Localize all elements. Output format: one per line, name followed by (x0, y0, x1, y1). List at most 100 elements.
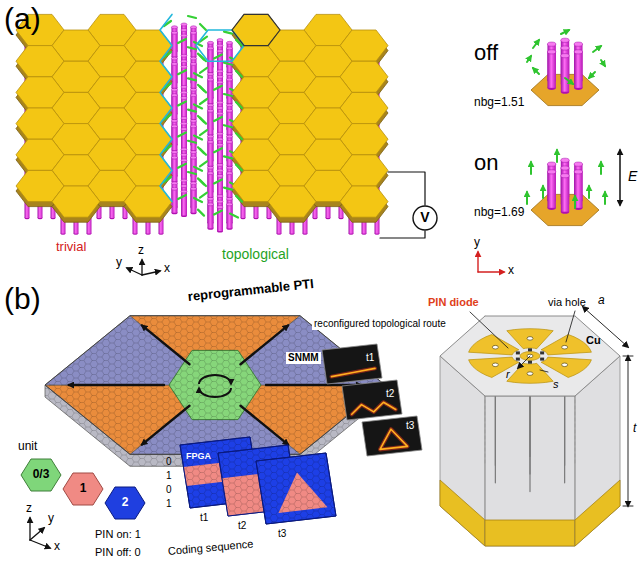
field-arrow (178, 133, 186, 137)
dimension-tick (623, 356, 633, 357)
field-arrow (526, 192, 528, 204)
pillar-body (171, 158, 177, 182)
annotation: reconfigured topological route (312, 318, 448, 330)
field-glow (380, 429, 408, 449)
field-arrow (178, 70, 186, 74)
time-label: t1 (366, 352, 374, 364)
field-glow (332, 368, 376, 376)
pillar-top (217, 101, 223, 104)
pillar-body (207, 142, 213, 166)
pin-diode (516, 358, 520, 361)
pillar-top (181, 148, 187, 151)
pillar-top (181, 122, 187, 125)
pillar-top (561, 54, 569, 58)
pillar-body (227, 111, 233, 135)
device-label: FPGA (186, 451, 211, 461)
pillar-top (217, 206, 223, 209)
field-arrow (194, 104, 202, 108)
pillar-top (217, 138, 223, 141)
pillar-top (217, 81, 223, 84)
field-arrow (200, 24, 206, 30)
instrument-label: SNMM (286, 352, 321, 364)
pillar-top (181, 159, 187, 162)
pillar-body (171, 189, 177, 213)
field-arrow (224, 156, 232, 158)
pillar-top (217, 195, 223, 198)
gold-plate (124, 186, 172, 217)
field-arrow (188, 141, 196, 143)
pillar-top (207, 73, 213, 76)
annotation: Coding sequence (167, 538, 253, 558)
pillar-top (191, 26, 197, 29)
pillar-body (561, 56, 569, 92)
pillar-top (171, 31, 177, 34)
via-hole (562, 345, 568, 349)
field-label: E (628, 168, 637, 184)
pillar-top (217, 39, 223, 42)
pillar-top (181, 23, 187, 26)
node-text: 2 (122, 496, 129, 509)
node-text: V (420, 210, 429, 225)
pillar-top (171, 125, 177, 128)
field-arrow (593, 46, 601, 52)
pillar-top (207, 172, 213, 175)
dimension-line (628, 356, 629, 506)
pillar-top (181, 65, 187, 68)
axis-label: y (48, 512, 54, 526)
field-arrow (565, 78, 573, 84)
axis-arrow (141, 260, 142, 275)
pillar-top (561, 46, 569, 50)
pillar-body (547, 172, 555, 208)
node-text: 0/3 (33, 468, 50, 481)
field-route (332, 368, 376, 376)
gold-plate (340, 186, 388, 217)
pillar-body (207, 80, 213, 104)
pillar-top (171, 187, 177, 190)
pillar-top (191, 119, 197, 122)
propagation-arrow (142, 325, 190, 364)
field-arrow (178, 101, 186, 105)
pin-diode (516, 351, 520, 354)
pillar-body (574, 52, 582, 88)
axis-arrow (477, 252, 478, 272)
metamaterial-slab (16, 14, 425, 275)
pillar-top (191, 156, 197, 159)
unit-hexagon: 0/3 (20, 458, 62, 492)
unit-hexagon-shape (63, 473, 103, 505)
axis-arrow (127, 268, 142, 275)
copper-patch (469, 335, 519, 355)
field-arrow (224, 188, 232, 190)
axis-arrow (29, 518, 30, 540)
field-arrow (533, 40, 539, 48)
field-arrow (200, 130, 207, 135)
near-field-maps (322, 344, 422, 456)
code-bit: 0 (166, 484, 172, 496)
pillar-top (171, 57, 177, 60)
pillar-top (207, 203, 213, 206)
field-arrow (236, 196, 242, 202)
pillar-top (561, 38, 569, 42)
via-hole (492, 345, 498, 349)
dimension-label: s (553, 378, 559, 391)
pillar-top (207, 135, 213, 138)
pillar-top (217, 75, 223, 78)
pillar-top (217, 174, 223, 177)
via-hole (562, 363, 568, 367)
copper-patch (507, 363, 553, 383)
unit-hexagon: 2 (104, 486, 146, 520)
field-arrow (527, 56, 531, 62)
pillar-top (191, 151, 197, 154)
field-arrow (604, 192, 606, 204)
field-route (352, 402, 396, 414)
pillar-top (227, 203, 233, 206)
pillar-top (171, 119, 177, 122)
pillar-top (181, 128, 187, 131)
ground-plane (440, 480, 485, 546)
field-arrow (556, 150, 558, 162)
pillar-body (227, 173, 233, 197)
legend-text: PIN off: 0 (95, 546, 141, 559)
pin-diode (540, 351, 544, 354)
pillar-top (191, 94, 197, 97)
field-arrow (236, 164, 242, 170)
pillar-top (171, 182, 177, 185)
